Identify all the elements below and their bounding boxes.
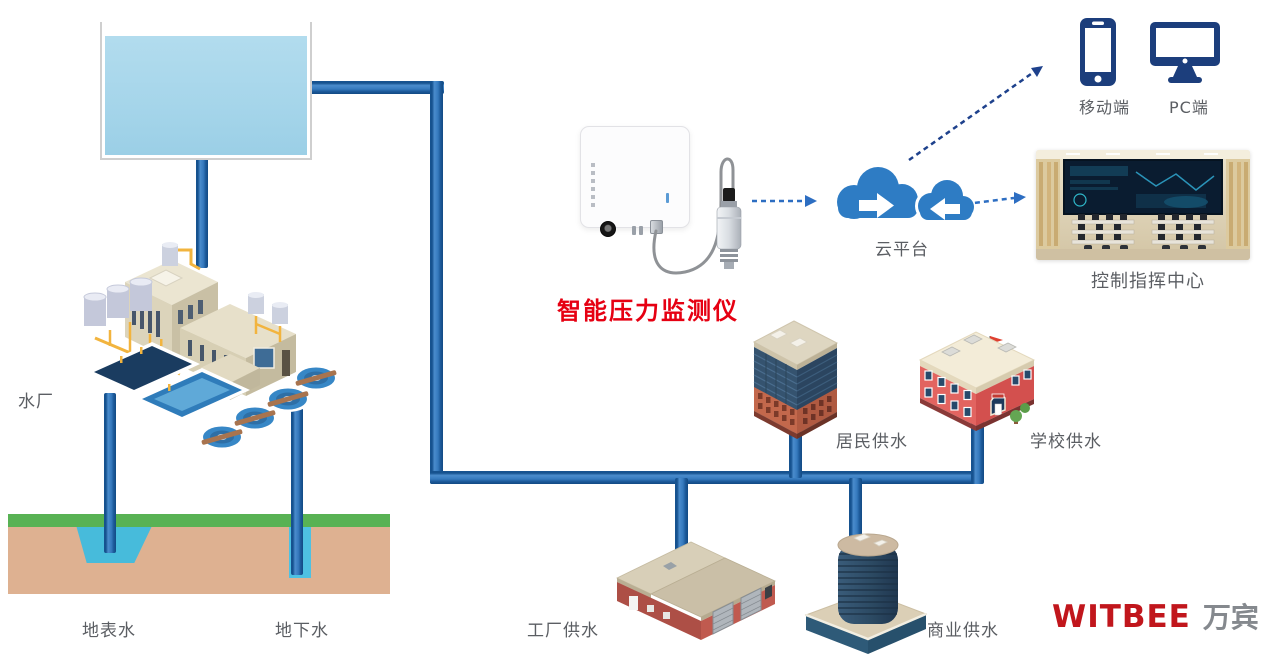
water-plant-illustration <box>83 242 339 450</box>
school-building <box>918 331 1036 431</box>
brand-logo: WITBEE 万宾 <box>1052 596 1259 636</box>
factory-supply-label: 工厂供水 <box>527 621 599 641</box>
brand-cjk: 万宾 <box>1202 601 1259 634</box>
clarifiers <box>199 365 339 450</box>
mobile-client-label: 移动端 <box>1079 98 1131 117</box>
device-side-markings <box>591 163 595 209</box>
residential-supply-label: 居民供水 <box>836 432 908 452</box>
arrow-cloud-to-control <box>965 192 1026 206</box>
pipe-tank-right <box>310 81 444 94</box>
device-connector-antenna <box>600 221 616 237</box>
control-center-label: 控制指挥中心 <box>1091 271 1205 292</box>
pc-client-label: PC端 <box>1169 98 1209 117</box>
pipe-well-intake <box>291 408 303 575</box>
commercial-supply-label: 商业供水 <box>927 621 999 641</box>
pipe-main-horizontal <box>430 471 983 484</box>
pipe-factory-branch <box>675 478 688 553</box>
factory-building <box>616 541 776 640</box>
control-center-photo <box>1036 150 1250 260</box>
tank-water <box>105 36 307 155</box>
residential-building <box>752 320 839 439</box>
pc-monitor-icon <box>1150 22 1220 83</box>
cloud-upload-arrow-icon <box>859 193 894 218</box>
pipe-surface-intake <box>104 393 116 553</box>
groundwater-label: 地下水 <box>275 621 329 641</box>
ground-grass <box>8 514 390 527</box>
cloud-download-arrow-icon <box>930 198 960 220</box>
cloud-platform-label: 云平台 <box>875 240 929 260</box>
device-cable-gland <box>650 220 663 234</box>
arrow-cloud-to-clients <box>908 66 1043 162</box>
pipe-main-vertical <box>430 81 443 484</box>
pressure-monitor-label: 智能压力监测仪 <box>557 297 739 325</box>
pipe-residential-branch <box>789 432 802 478</box>
water-plant-label: 水厂 <box>18 392 54 412</box>
pressure-sensor-probe <box>716 188 742 269</box>
pressure-monitor-device <box>580 126 690 228</box>
ground-soil <box>8 527 390 594</box>
cloud-platform-icon <box>837 167 974 223</box>
device-connector-clip <box>632 226 636 235</box>
pipe-tank-to-plant <box>196 158 208 268</box>
arrow-device-to-cloud <box>752 195 817 207</box>
device-connector-clip2 <box>639 226 643 235</box>
commercial-building <box>804 533 928 654</box>
water-tank <box>100 22 312 160</box>
brand-name: WITBEE <box>1052 599 1191 635</box>
pipe-school-branch <box>971 420 984 484</box>
device-led <box>666 193 669 203</box>
school-supply-label: 学校供水 <box>1030 432 1102 452</box>
surface-water-label: 地表水 <box>82 621 136 641</box>
mobile-phone-icon <box>1080 18 1116 86</box>
